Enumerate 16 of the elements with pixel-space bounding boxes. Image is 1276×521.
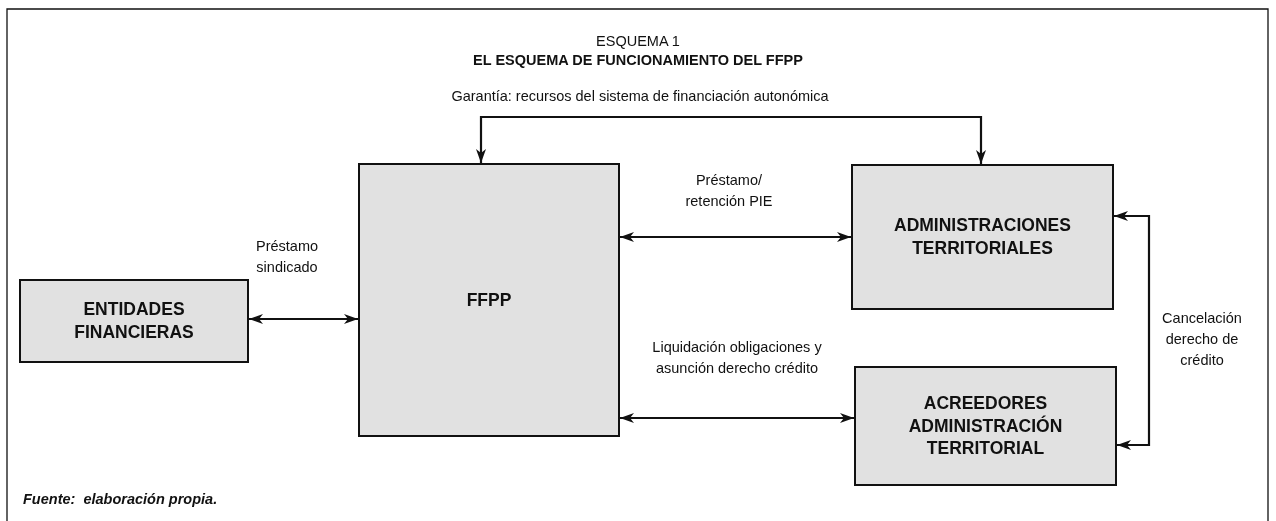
box-title: FFPP [465, 288, 513, 312]
process-box [854, 366, 1117, 486]
arrow [1114, 211, 1151, 450]
box-title: ENTIDADES FINANCIERAS [73, 298, 195, 344]
process-box [851, 164, 1114, 310]
arrow [620, 413, 854, 423]
box-title: ADMINISTRACIONES TERRITORIALES [893, 214, 1072, 260]
process-box [358, 163, 620, 437]
source-note: Fuente: elaboración propia. [23, 491, 218, 507]
arrow [620, 232, 851, 242]
arrow [476, 115, 986, 164]
arrow [249, 314, 358, 324]
figure-number: ESQUEMA 1 [595, 33, 681, 49]
box-title: ACREEDORES ADMINISTRACIÓN TERRITORIAL [907, 391, 1064, 461]
diagram-title: EL ESQUEMA DE FUNCIONAMIENTO DEL FFPP [472, 52, 804, 68]
process-box [19, 279, 249, 363]
